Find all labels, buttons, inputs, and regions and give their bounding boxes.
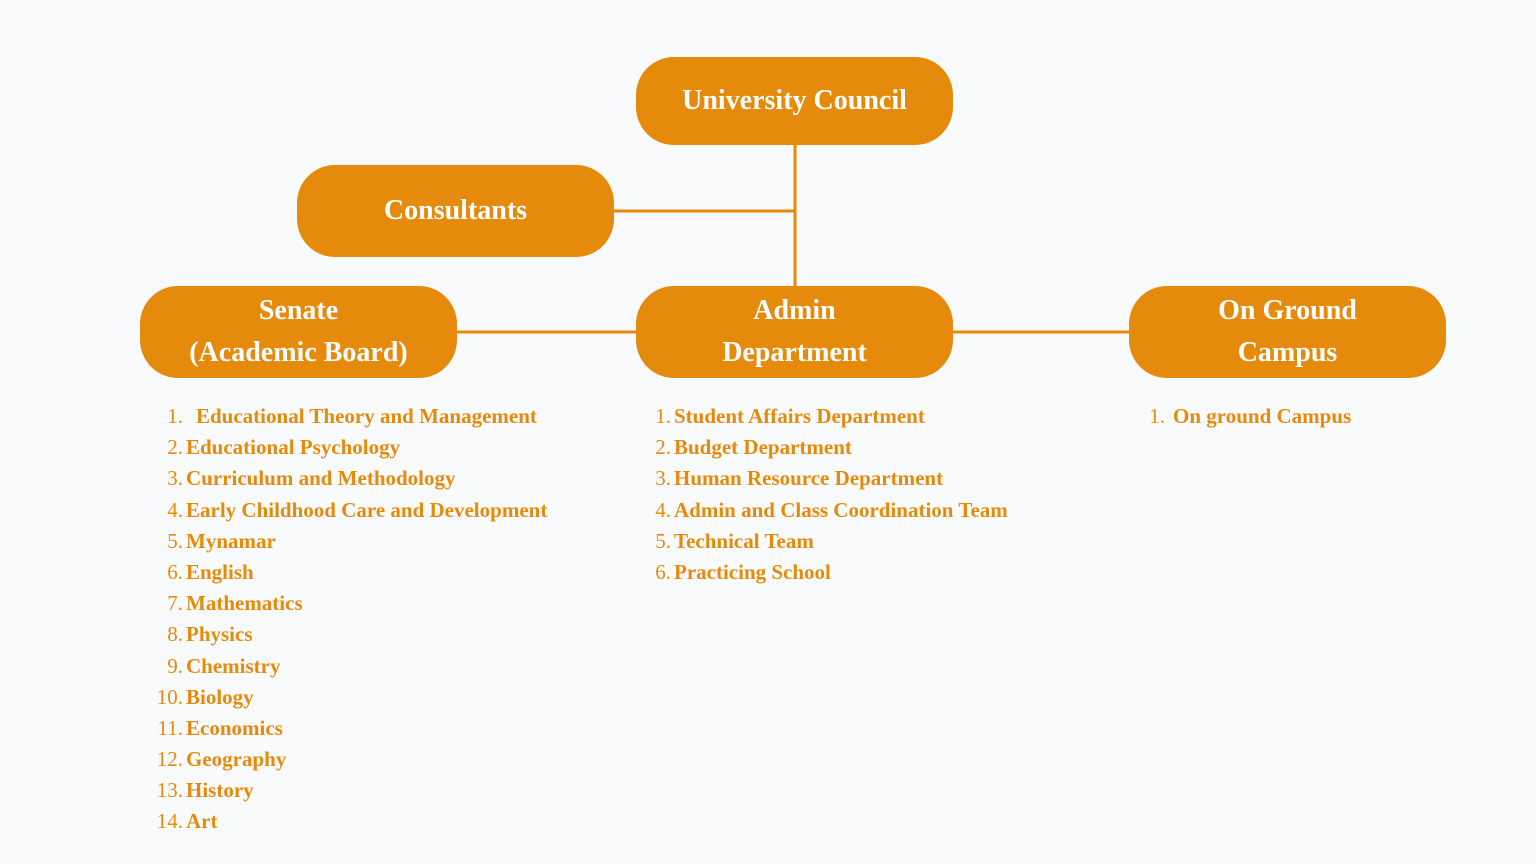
list-item-text: Biology	[186, 684, 254, 709]
senate-label-line2: (Academic Board)	[189, 337, 408, 368]
senate-label-line1: Senate	[258, 295, 339, 326]
list-item-text: Geography	[186, 747, 287, 772]
list-item-text: History	[186, 778, 254, 803]
list-item-text: On ground Campus	[1173, 404, 1352, 428]
list-item-text: Student Affairs Department	[674, 404, 925, 428]
list-item-number: 4.	[655, 497, 671, 522]
list-item-number: 3.	[655, 466, 671, 491]
list-item-text: Practicing School	[674, 559, 831, 584]
list-item-text: Art	[186, 809, 218, 834]
list-item-number: 1.	[167, 404, 183, 428]
list-item-text: Educational Psychology	[186, 435, 401, 460]
on-ground-campus-node: On Ground Campus	[1129, 286, 1446, 378]
consultants-node: Consultants	[297, 165, 614, 257]
admin-department-node: Admin Department	[636, 286, 953, 378]
list-item-number: 13.	[156, 778, 183, 803]
list-item-text: Mynamar	[186, 528, 276, 553]
list-item-number: 5.	[655, 528, 671, 553]
list-item-text: Early Childhood Care and Development	[186, 497, 548, 522]
list-item-number: 14.	[156, 809, 183, 834]
admin-label-line2: Department	[722, 337, 867, 368]
list-item-text: Admin and Class Coordination Team	[674, 497, 1008, 522]
list-item-number: 9.	[167, 653, 183, 678]
list-item-text: Technical Team	[674, 528, 814, 553]
list-item-number: 7.	[167, 591, 183, 616]
list-item-text: Budget Department	[674, 435, 852, 460]
list-item-text: Human Resource Department	[674, 466, 944, 491]
campus-label-line1: On Ground	[1218, 295, 1357, 326]
list-item-number: 1.	[655, 404, 671, 428]
list-item-number: 5.	[167, 528, 183, 553]
list-item-text: Physics	[186, 622, 253, 647]
list-item-number: 11.	[157, 715, 183, 740]
consultants-label: Consultants	[383, 195, 528, 226]
list-item-text: Curriculum and Methodology	[186, 466, 456, 491]
campus-label-line2: Campus	[1237, 337, 1338, 368]
list-item-number: 2.	[655, 435, 671, 460]
list-item-text: English	[186, 559, 254, 584]
list-item-text: Chemistry	[186, 653, 281, 678]
list-item-number: 12.	[156, 747, 183, 772]
admin-label-line1: Admin	[753, 295, 836, 326]
list-item-text: Educational Theory and Management	[196, 404, 537, 428]
list-item-number: 8.	[167, 622, 183, 647]
list-item-number: 6.	[167, 559, 183, 584]
list-item-number: 2.	[167, 435, 183, 460]
list-item-number: 4.	[167, 497, 183, 522]
university-council-label: University Council	[682, 85, 907, 116]
list-item-number: 6.	[655, 559, 671, 584]
list-item-number: 10.	[156, 684, 183, 709]
list-item-number: 3.	[167, 466, 183, 491]
senate-node: Senate (Academic Board)	[140, 286, 457, 378]
list-item-number: 1.	[1149, 404, 1165, 428]
list-item-text: Economics	[186, 715, 283, 740]
list-item-text: Mathematics	[186, 591, 303, 616]
university-council-node: University Council	[636, 57, 953, 145]
